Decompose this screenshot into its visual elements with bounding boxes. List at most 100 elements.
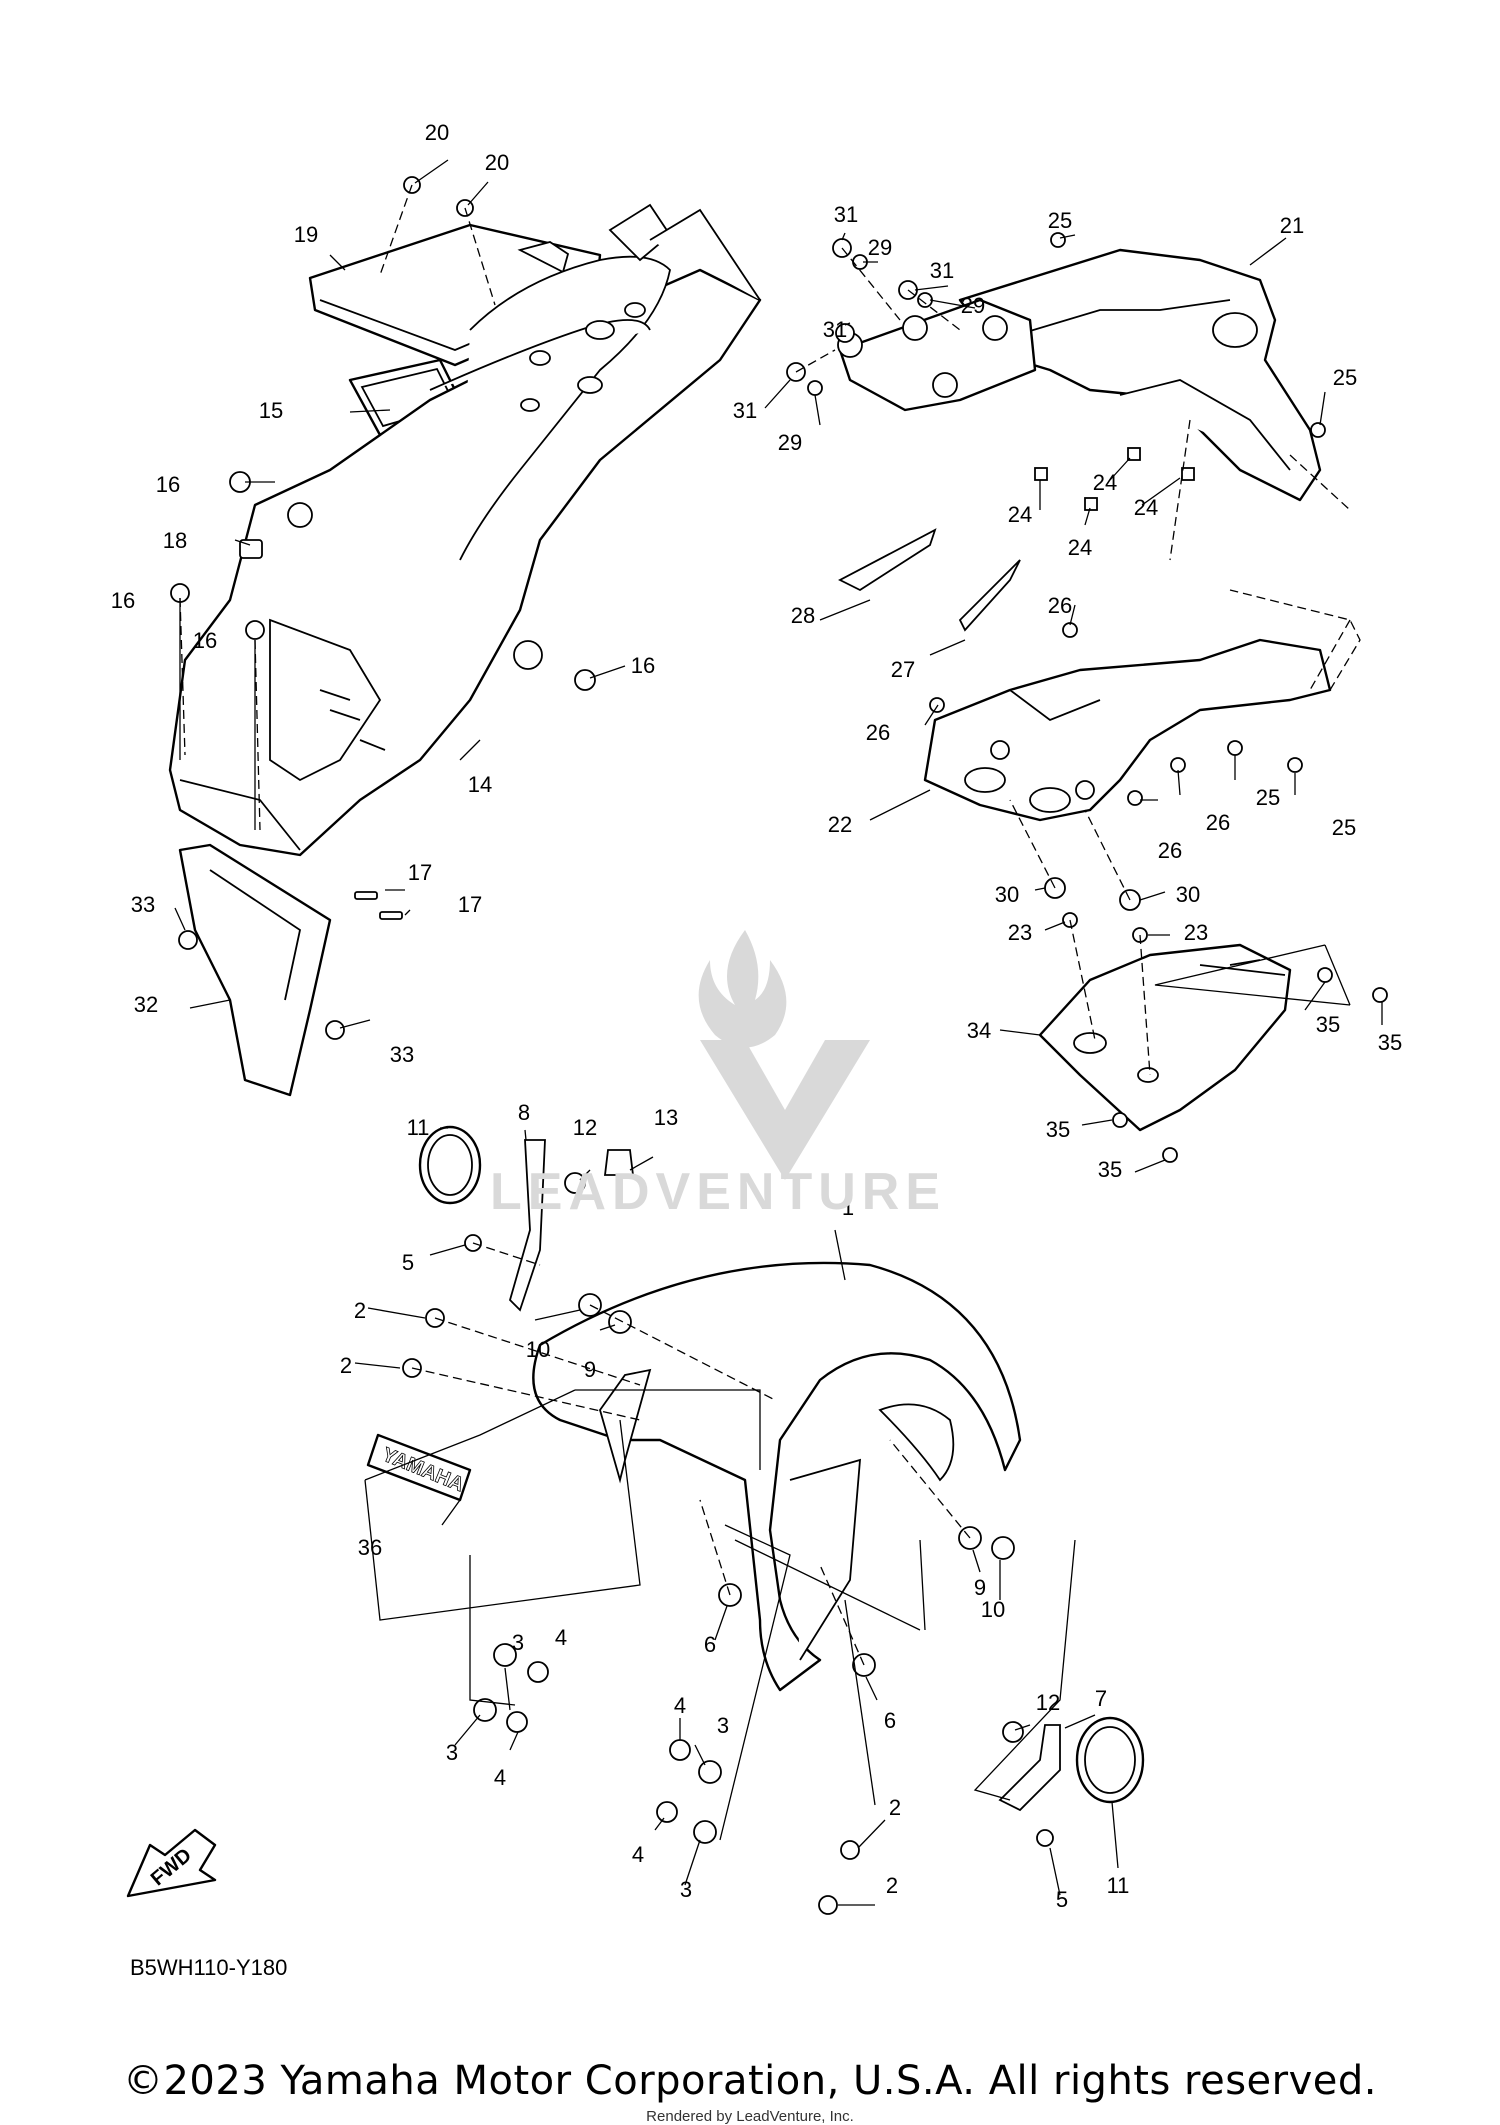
diagram-code: B5WH110-Y180 <box>130 1955 288 1980</box>
callout-number: 1 <box>842 1195 854 1220</box>
part-1-front-fender <box>532 1261 1022 1692</box>
callout-number: 24 <box>1008 502 1032 527</box>
part-35-screw <box>1317 967 1333 983</box>
callout-number: 9 <box>974 1575 986 1600</box>
rendered-by-text: Rendered by LeadVenture, Inc. <box>646 2108 854 2125</box>
part-25-screw <box>1227 740 1243 756</box>
part-26-screw <box>929 697 945 713</box>
callout-number: 26 <box>866 720 890 745</box>
callout-number: 12 <box>1036 1690 1060 1715</box>
callout-number: 30 <box>1176 882 1200 907</box>
callout-number: 15 <box>259 398 283 423</box>
callout-number: 26 <box>1158 838 1182 863</box>
callout-number: 4 <box>494 1765 506 1790</box>
callout-number: 25 <box>1332 815 1356 840</box>
part-27-wire <box>958 559 1021 632</box>
callout-number: 13 <box>654 1105 678 1130</box>
callout-numbers: 20 20 19 15 16 18 16 16 16 14 17 17 33 3… <box>111 120 1402 1912</box>
callout-number: 16 <box>193 628 217 653</box>
part-35-screw <box>1112 1112 1128 1128</box>
part-11-reflector-right <box>1075 1716 1145 1804</box>
part-28-wire <box>838 528 937 592</box>
part-25-screw <box>1050 232 1066 248</box>
part-4-collar <box>656 1801 678 1823</box>
part-35-screw <box>1372 987 1388 1003</box>
part-7-bracket <box>998 1724 1061 1812</box>
callout-number: 29 <box>961 293 985 318</box>
callout-number: 3 <box>512 1630 524 1655</box>
callout-number: 16 <box>156 472 180 497</box>
part-16-bolt <box>245 620 265 640</box>
part-29-washer <box>807 380 823 396</box>
callout-number: 5 <box>1056 1887 1068 1912</box>
callout-number: 26 <box>1206 810 1230 835</box>
callout-number: 29 <box>778 430 802 455</box>
part-13-clip <box>603 1149 635 1176</box>
callout-number: 20 <box>425 120 449 145</box>
part-26-screw <box>1062 622 1078 638</box>
callout-number: 17 <box>458 892 482 917</box>
part-24-clip <box>1127 447 1141 461</box>
callout-number: 28 <box>791 603 815 628</box>
part-24-clip <box>1084 497 1098 511</box>
watermark-logo <box>698 930 870 1180</box>
part-25-screw <box>1287 757 1303 773</box>
callout-number: 32 <box>134 992 158 1017</box>
leader-lines <box>174 159 1383 1906</box>
callout-number: 2 <box>354 1298 366 1323</box>
part-9-grommet <box>608 1310 632 1334</box>
callout-number: 33 <box>131 892 155 917</box>
callout-number: 25 <box>1256 785 1280 810</box>
callout-number: 5 <box>402 1250 414 1275</box>
part-24-clip <box>1034 467 1048 481</box>
callout-number: 31 <box>930 258 954 283</box>
callout-number: 6 <box>704 1632 716 1657</box>
copyright-text: ©2023 Yamaha Motor Corporation, U.S.A. A… <box>122 2058 1377 2104</box>
callout-number: 11 <box>1107 1873 1130 1898</box>
callout-number: 4 <box>555 1625 567 1650</box>
part-33-bolt <box>178 930 198 950</box>
callout-number: 23 <box>1184 920 1208 945</box>
callout-number: 20 <box>485 150 509 175</box>
part-8-bracket <box>508 1139 546 1312</box>
watermark-text: LEADVENTURE <box>490 1163 947 1221</box>
callout-number: 33 <box>390 1042 414 1067</box>
callout-number: 24 <box>1068 535 1092 560</box>
part-24-clip <box>1181 467 1195 481</box>
part-4-collar <box>527 1661 549 1683</box>
callout-number: 10 <box>981 1597 1005 1622</box>
callout-number: 16 <box>631 653 655 678</box>
callout-number: 24 <box>1093 470 1117 495</box>
callout-number: 4 <box>674 1693 686 1718</box>
callout-number: 9 <box>584 1357 596 1382</box>
callout-number: 12 <box>573 1115 597 1140</box>
callout-number: 3 <box>680 1877 692 1902</box>
part-18-damper <box>239 539 263 559</box>
part-5-screw <box>1036 1829 1054 1847</box>
callout-number: 14 <box>468 772 492 797</box>
part-31-nut <box>835 323 855 343</box>
callout-number: 31 <box>834 202 858 227</box>
part-12-nut <box>1002 1721 1024 1743</box>
callout-number: 31 <box>823 317 847 342</box>
callout-number: 36 <box>358 1535 382 1560</box>
tail-bracket-assembly <box>837 248 1332 1132</box>
part-11-reflector-left <box>418 1125 482 1205</box>
callout-number: 3 <box>717 1713 729 1738</box>
part-4-collar <box>669 1739 691 1761</box>
part-3-grommet <box>493 1643 517 1667</box>
fwd-arrow: FWD <box>126 1828 217 1898</box>
part-3-grommet <box>698 1760 722 1784</box>
part-32-flap <box>178 843 332 1097</box>
callout-number: 30 <box>995 882 1019 907</box>
callout-number: 17 <box>408 860 432 885</box>
part-17-clip <box>379 911 403 920</box>
callout-number: 16 <box>111 588 135 613</box>
part-12-nut <box>564 1172 586 1194</box>
part-17-clip <box>354 891 378 900</box>
callout-number: 34 <box>967 1018 991 1043</box>
callout-number: 11 <box>407 1115 430 1140</box>
callout-number: 8 <box>518 1100 530 1125</box>
callout-number: 26 <box>1048 593 1072 618</box>
